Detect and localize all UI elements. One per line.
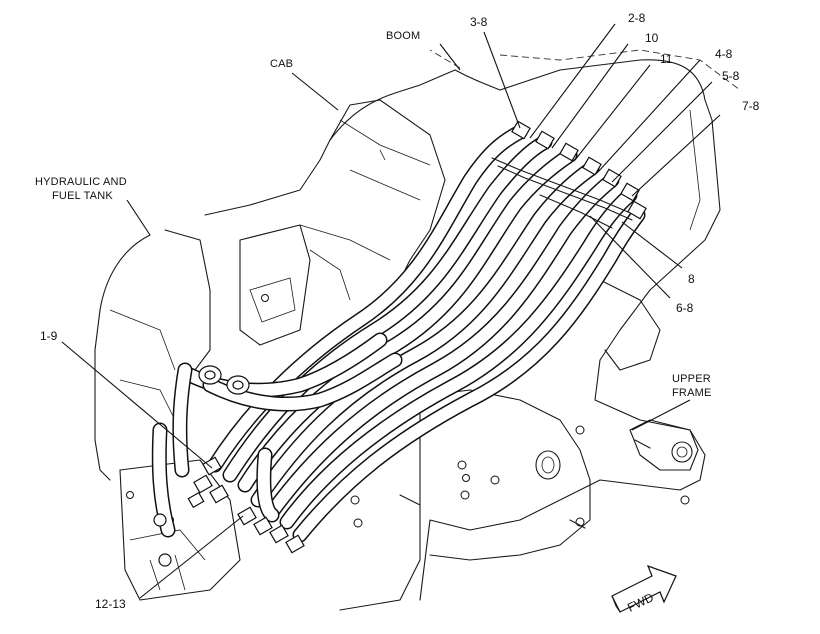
hose-end-fittings-bottom xyxy=(153,506,305,567)
callout-12-13: 12-13 xyxy=(95,597,126,611)
hydraulic-tank-label-line1: HYDRAULIC AND xyxy=(35,176,127,188)
hose-end-fittings-top xyxy=(511,120,647,220)
tank-box-inner xyxy=(249,277,296,323)
lower-valve-detail xyxy=(129,529,206,591)
cab-label: CAB xyxy=(270,58,293,70)
boom-inner-line xyxy=(689,109,701,231)
machine-structure xyxy=(94,49,741,611)
callout-11: 11 xyxy=(660,52,673,66)
callout-2-8: 2-8 xyxy=(628,11,646,25)
upper-frame-edge xyxy=(339,399,421,611)
tank-box xyxy=(239,224,311,346)
callout-7-8: 7-8 xyxy=(742,99,760,113)
hose-clamp-upper xyxy=(491,157,629,213)
tank-front xyxy=(164,229,211,371)
upper-frame-label-line1: UPPER xyxy=(672,373,711,385)
hydraulic-tank-label-line2: FUEL TANK xyxy=(52,190,113,202)
tank-outline xyxy=(94,234,151,481)
callout-1-9: 1-9 xyxy=(40,329,58,343)
callout-3-8: 3-8 xyxy=(470,15,488,29)
tank-side xyxy=(109,309,176,421)
callout-6-8: 6-8 xyxy=(676,301,694,315)
hose-end-fittings-left xyxy=(187,365,250,509)
boom-outline xyxy=(329,59,721,601)
hose-bundle xyxy=(151,124,646,543)
upper-frame-label-line2: FRAME xyxy=(672,387,712,399)
component-labels: BOOM CAB HYDRAULIC AND FUEL TANK UPPER F… xyxy=(35,30,712,399)
forward-direction-indicator: FWD xyxy=(611,564,677,615)
hose-clamp-upper-2 xyxy=(497,165,633,221)
callout-5-8: 5-8 xyxy=(722,69,740,83)
hose-group xyxy=(151,124,646,543)
upper-frame-outline xyxy=(429,389,591,561)
leader-lines xyxy=(61,23,721,599)
cab-panel xyxy=(339,119,431,201)
boom-hinge-plate xyxy=(599,279,661,371)
frame-studs xyxy=(399,439,651,529)
cab-window-frame xyxy=(299,224,391,301)
boom-label: BOOM xyxy=(386,30,420,42)
upper-frame-pin xyxy=(671,441,693,463)
callout-8: 8 xyxy=(688,272,695,286)
callout-4-8: 4-8 xyxy=(715,47,733,61)
frame-port-inner xyxy=(541,456,555,474)
upper-frame-pin-inner xyxy=(676,446,688,458)
callout-labels: 3-8 2-8 10 11 4-8 5-8 7-8 8 6-8 1-9 12-1… xyxy=(40,11,760,611)
hose-clamp-lower xyxy=(539,194,613,229)
fwd-arrow-shadow xyxy=(611,564,677,613)
boom-dashed-edge xyxy=(499,49,741,91)
cab-outline xyxy=(204,99,446,291)
callout-10: 10 xyxy=(645,31,659,45)
frame-port xyxy=(535,450,561,480)
boom-dashed-edge-2 xyxy=(429,49,461,69)
upper-frame-bracket xyxy=(629,419,699,471)
fwd-arrow-face xyxy=(611,591,665,613)
